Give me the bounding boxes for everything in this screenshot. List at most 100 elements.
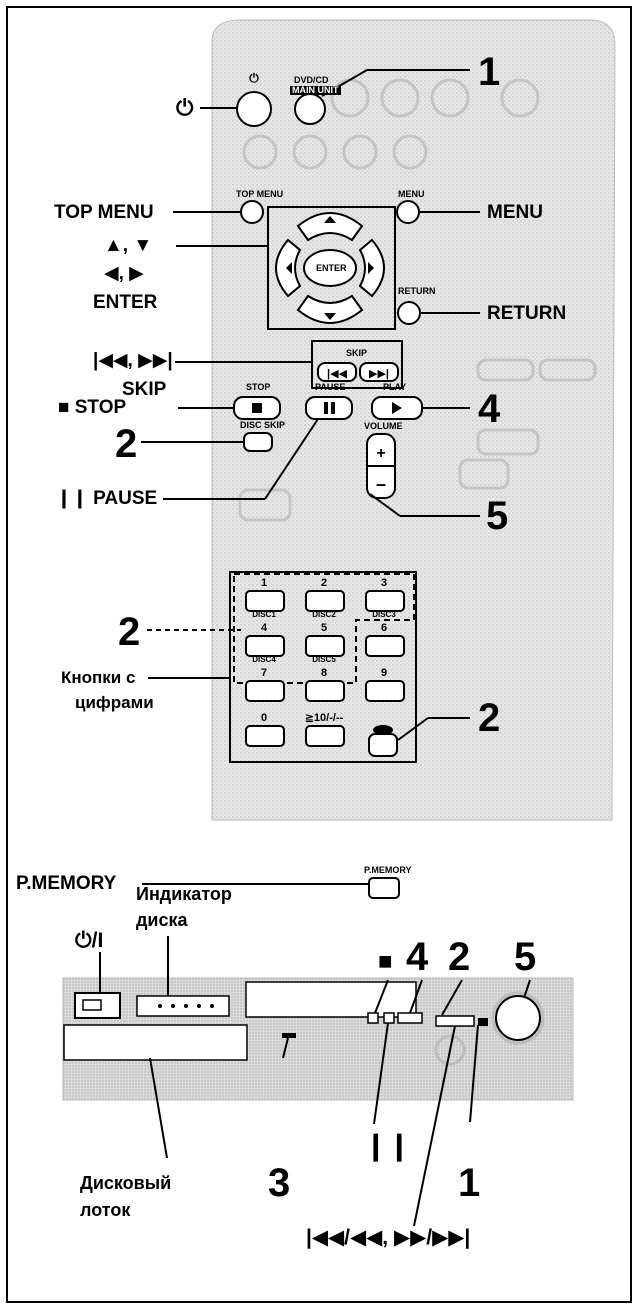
keypad-button-sublabel: DISC1 (238, 611, 290, 619)
svg-text:⏻: ⏻ (249, 71, 259, 85)
return-button-caption: RETURN (398, 287, 436, 296)
menu-label: MENU (487, 203, 543, 222)
unit-callout-5: 5 (514, 937, 536, 977)
keypad-button-label: 9 (358, 668, 410, 679)
callout-disc-skip: 2 (115, 424, 137, 464)
remote-power-button (237, 92, 271, 126)
disc-tray (64, 1025, 247, 1060)
return-button (398, 302, 420, 324)
unit-play-button (398, 1013, 422, 1023)
callout-disc: 2 (478, 698, 500, 738)
keypad-button[interactable]: 7 (238, 668, 290, 710)
up-down-arrows-label: ▲, ▼ (104, 236, 152, 255)
keypad-key-cap (245, 725, 285, 747)
callout-play: 4 (478, 389, 500, 429)
stop-label: ■ STOP (58, 398, 126, 417)
return-label: RETURN (487, 304, 566, 323)
skip-search-label: |◀◀/◀◀, ▶▶/▶▶| (306, 1227, 470, 1248)
keypad-key-cap (305, 680, 345, 702)
keypad-button-label: 0 (238, 713, 290, 724)
disc-tray-label-line2: лоток (80, 1201, 130, 1219)
svg-text:▶▶|: ▶▶| (369, 368, 389, 380)
unit-power-label: ⏻/I (75, 930, 103, 951)
keypad-key-cap (245, 680, 285, 702)
top-menu-label: TOP MENU (54, 203, 154, 222)
unit-callout-4: 4 (406, 937, 428, 977)
p-memory-button (369, 878, 399, 898)
disc-skip-button (244, 433, 272, 451)
enter-label: ENTER (93, 293, 157, 312)
open-close-button (282, 1033, 296, 1038)
keypad-button-sublabel: DISC3 (358, 611, 410, 619)
keypad-button-label: 1 (238, 578, 290, 589)
keypad-button-sublabel: DISC2 (298, 611, 350, 619)
display-window (246, 982, 416, 1017)
power-symbol-label: ⏻ (176, 97, 193, 119)
unit-callout-1: 1 (458, 1163, 480, 1203)
keypad-key-cap (245, 635, 285, 657)
remote-main-unit-button (295, 94, 325, 124)
keypad-key-cap (245, 590, 285, 612)
keypad-button-label: ≧10/-/-- (298, 713, 350, 724)
pause-button (306, 397, 352, 419)
unit-selector-button (478, 1018, 488, 1026)
svg-text:–: – (376, 474, 386, 494)
unit-callout-2: 2 (448, 937, 470, 977)
pause-button-caption: PAUSE (315, 383, 345, 392)
unit-stop-button (368, 1013, 378, 1023)
svg-text:|◀◀: |◀◀ (327, 368, 348, 380)
callout-main-unit: 1 (478, 52, 500, 92)
disc-skip-button-caption: DISC SKIP (240, 421, 285, 430)
menu-button-caption: MENU (398, 190, 425, 199)
svg-text:+: + (376, 445, 385, 462)
keypad-button[interactable]: 6 (358, 623, 410, 665)
keypad-button-sublabel: DISC5 (298, 656, 350, 664)
keypad-button-label: 3 (358, 578, 410, 589)
unit-skip-buttons (436, 1016, 474, 1026)
keypad-key-cap (365, 590, 405, 612)
skip-label: SKIP (122, 380, 166, 399)
top-menu-button-caption: TOP MENU (236, 190, 283, 199)
disc-indicator-label-line1: Индикатор (136, 885, 232, 903)
enter-button-caption: ENTER (316, 264, 347, 273)
keypad-button[interactable]: ≧10/-/-- (298, 713, 350, 755)
keypad-button-label: 2 (298, 578, 350, 589)
p-memory-button-caption: P.MEMORY (364, 866, 412, 875)
main-unit-button-subcaption: MAIN UNIT (290, 86, 341, 95)
stop-button-caption: STOP (246, 383, 270, 392)
left-right-arrows-label: ◀, ▶ (104, 264, 144, 283)
unit-pause-symbol: ❙❙ (364, 1132, 411, 1160)
keypad-key-cap (305, 635, 345, 657)
keypad-key-cap (305, 590, 345, 612)
keypad-button-label: 5 (298, 623, 350, 634)
unit-callout-3: 3 (268, 1163, 290, 1203)
pause-label: ❙❙ PAUSE (56, 489, 157, 508)
unit-pause-button (384, 1013, 394, 1023)
skip-symbols-label: |◀◀, ▶▶| (93, 351, 173, 370)
disc-indicator (137, 996, 229, 1016)
keypad-button[interactable]: 8 (298, 668, 350, 710)
disc-tray-label-line1: Дисковый (80, 1174, 171, 1192)
keypad-button-label: 7 (238, 668, 290, 679)
skip-group-caption: SKIP (346, 349, 367, 358)
unit-stop-symbol: ■ (378, 950, 393, 974)
keypad-key-cap (305, 725, 345, 747)
callout-keypad: 2 (118, 612, 140, 652)
menu-button (397, 201, 419, 223)
play-button-caption: PLAY (383, 383, 406, 392)
keypad-button[interactable]: 0 (238, 713, 290, 755)
keypad-button-label: 6 (358, 623, 410, 634)
keypad-button[interactable]: 9 (358, 668, 410, 710)
main-unit-button-caption: DVD/CD (294, 76, 329, 85)
p-memory-label: P.MEMORY (16, 874, 116, 893)
disc-indicator-label-line2: диска (136, 911, 188, 929)
keypad-button-label: 8 (298, 668, 350, 679)
number-buttons-label-line2: цифрами (75, 694, 154, 711)
keypad-button-label: 4 (238, 623, 290, 634)
